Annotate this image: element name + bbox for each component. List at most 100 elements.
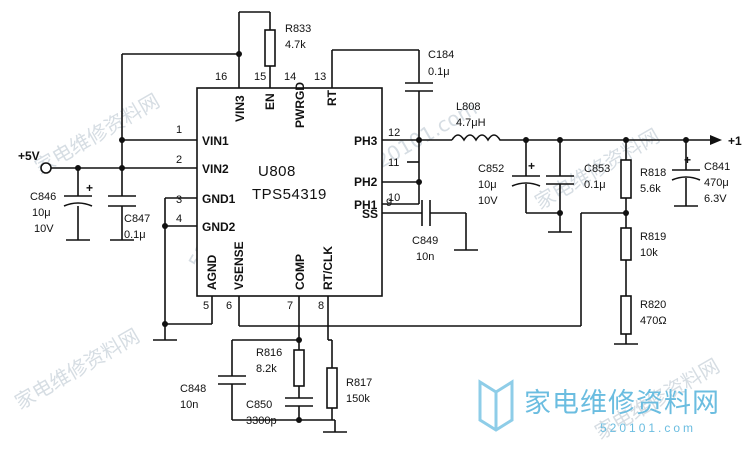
c846-rating: 10V <box>34 223 54 235</box>
c852-value: 10μ <box>478 179 497 191</box>
junctions <box>75 51 689 423</box>
pin-num-10: 10 <box>388 192 400 204</box>
pin-name-vin2: VIN2 <box>202 162 229 176</box>
pin-name-en: EN <box>263 93 277 110</box>
pin-name-agnd: AGND <box>205 254 219 290</box>
pin-name-gnd2: GND2 <box>202 220 236 234</box>
capacitor-c849: C849 10n <box>412 200 438 263</box>
resistor-r818: R818 5.6k <box>620 159 666 199</box>
capacitor-c850: C850 3300p <box>246 397 313 427</box>
r818-ref: R818 <box>640 167 666 179</box>
r817-ref: R817 <box>346 377 372 389</box>
pin-num-7: 7 <box>287 300 293 312</box>
inductor-l808: L808 4.7μH <box>451 101 502 142</box>
c841-rating: 6.3V <box>704 193 727 205</box>
r818-value: 5.6k <box>640 183 661 195</box>
pin-name-vin3: VIN3 <box>233 95 247 122</box>
c849-value: 10n <box>416 251 434 263</box>
r816-value: 8.2k <box>256 363 277 375</box>
pin-num-14: 14 <box>284 71 296 83</box>
r820-ref: R820 <box>640 299 666 311</box>
polarity-plus-icon: + <box>684 153 691 167</box>
c846-value: 10μ <box>32 207 51 219</box>
r819-ref: R819 <box>640 231 666 243</box>
r833-ref: R833 <box>285 23 311 35</box>
net-output-label: +1 <box>728 134 742 148</box>
l808-ref: L808 <box>456 101 480 113</box>
c184-ref: C184 <box>428 49 454 61</box>
r817-value: 150k <box>346 393 370 405</box>
input-terminal: +5V <box>18 149 52 174</box>
watermark-logo: 家电维修资料网 520101.com <box>478 379 720 435</box>
polarity-plus-icon: + <box>86 181 93 195</box>
capacitor-c847: C847 0.1μ <box>108 195 150 241</box>
c848-ref: C848 <box>180 383 206 395</box>
pin-num-8: 8 <box>318 300 324 312</box>
pin-name-ss: SS <box>362 207 378 221</box>
pin-num-11: 11 <box>388 157 399 169</box>
pin-num-1: 1 <box>176 124 182 136</box>
capacitor-c853: C853 0.1μ <box>546 163 610 191</box>
chip-ref: U808 <box>258 163 296 180</box>
pin-name-ph1: PH1 <box>354 198 378 212</box>
pin-num-6: 6 <box>226 300 232 312</box>
net-input-label: +5V <box>18 149 40 163</box>
resistor-r816: R816 8.2k <box>256 347 305 387</box>
pin-num-16: 16 <box>215 71 227 83</box>
r833-value: 4.7k <box>285 39 306 51</box>
l808-value: 4.7μH <box>456 117 486 129</box>
resistor-r820: R820 470Ω <box>620 295 667 335</box>
r816-ref: R816 <box>256 347 282 359</box>
c847-value: 0.1μ <box>124 229 146 241</box>
c841-ref: C841 <box>704 161 730 173</box>
polarity-plus-icon: + <box>528 159 535 173</box>
c850-ref: C850 <box>246 399 272 411</box>
watermark-diagonal: 家电维修资料网 <box>11 324 144 415</box>
c853-value: 0.1μ <box>584 179 606 191</box>
chip-u808: U808 TPS54319 VIN1 VIN2 GND1 GND2 PH3 PH… <box>176 71 400 312</box>
c852-ref: C852 <box>478 163 504 175</box>
capacitor-c848: C848 10n <box>180 375 246 411</box>
book-icon <box>478 379 514 432</box>
pin-num-2: 2 <box>176 154 182 166</box>
wires <box>46 11 718 433</box>
pin-num-15: 15 <box>254 71 266 83</box>
c184-value: 0.1μ <box>428 66 450 78</box>
c841-value: 470μ <box>704 177 729 189</box>
capacitor-c846: + C846 10μ 10V <box>30 181 93 235</box>
pin-num-9: 9 <box>386 197 392 209</box>
pin-name-ph3: PH3 <box>354 134 378 148</box>
chip-part: TPS54319 <box>252 186 327 203</box>
r819-value: 10k <box>640 247 658 259</box>
pin-name-vsense: VSENSE <box>232 241 246 290</box>
c853-ref: C853 <box>584 163 610 175</box>
pin-name-rt: RT <box>325 89 339 106</box>
pin-name-gnd1: GND1 <box>202 192 236 206</box>
pin-num-4: 4 <box>176 213 182 225</box>
capacitor-c841: + C841 470μ 6.3V <box>671 153 730 205</box>
pin-name-vin1: VIN1 <box>202 134 229 148</box>
output-terminal: +1 <box>710 134 742 148</box>
capacitor-c852: + C852 10μ 10V <box>478 159 541 207</box>
c848-value: 10n <box>180 399 198 411</box>
pin-num-5: 5 <box>203 300 209 312</box>
resistor-r833: R833 4.7k <box>264 23 311 67</box>
c846-ref: C846 <box>30 191 56 203</box>
pin-name-pwrgd: PWRGD <box>293 82 307 128</box>
r820-value: 470Ω <box>640 315 667 327</box>
pin-num-13: 13 <box>314 71 326 83</box>
pin-name-rtclk: RT/CLK <box>321 246 335 290</box>
resistor-r817: R817 150k <box>326 367 372 409</box>
watermark-brand: 家电维修资料网 <box>524 388 720 419</box>
resistor-r819: R819 10k <box>620 227 666 261</box>
c850-value: 3300p <box>246 415 277 427</box>
pin-num-12: 12 <box>388 127 400 139</box>
pin-num-3: 3 <box>176 194 182 206</box>
c852-rating: 10V <box>478 195 498 207</box>
pin-name-comp: COMP <box>293 254 307 290</box>
watermark-url: 520101.com <box>600 421 696 435</box>
c849-ref: C849 <box>412 235 438 247</box>
c847-ref: C847 <box>124 213 150 225</box>
pin-name-ph2: PH2 <box>354 175 378 189</box>
